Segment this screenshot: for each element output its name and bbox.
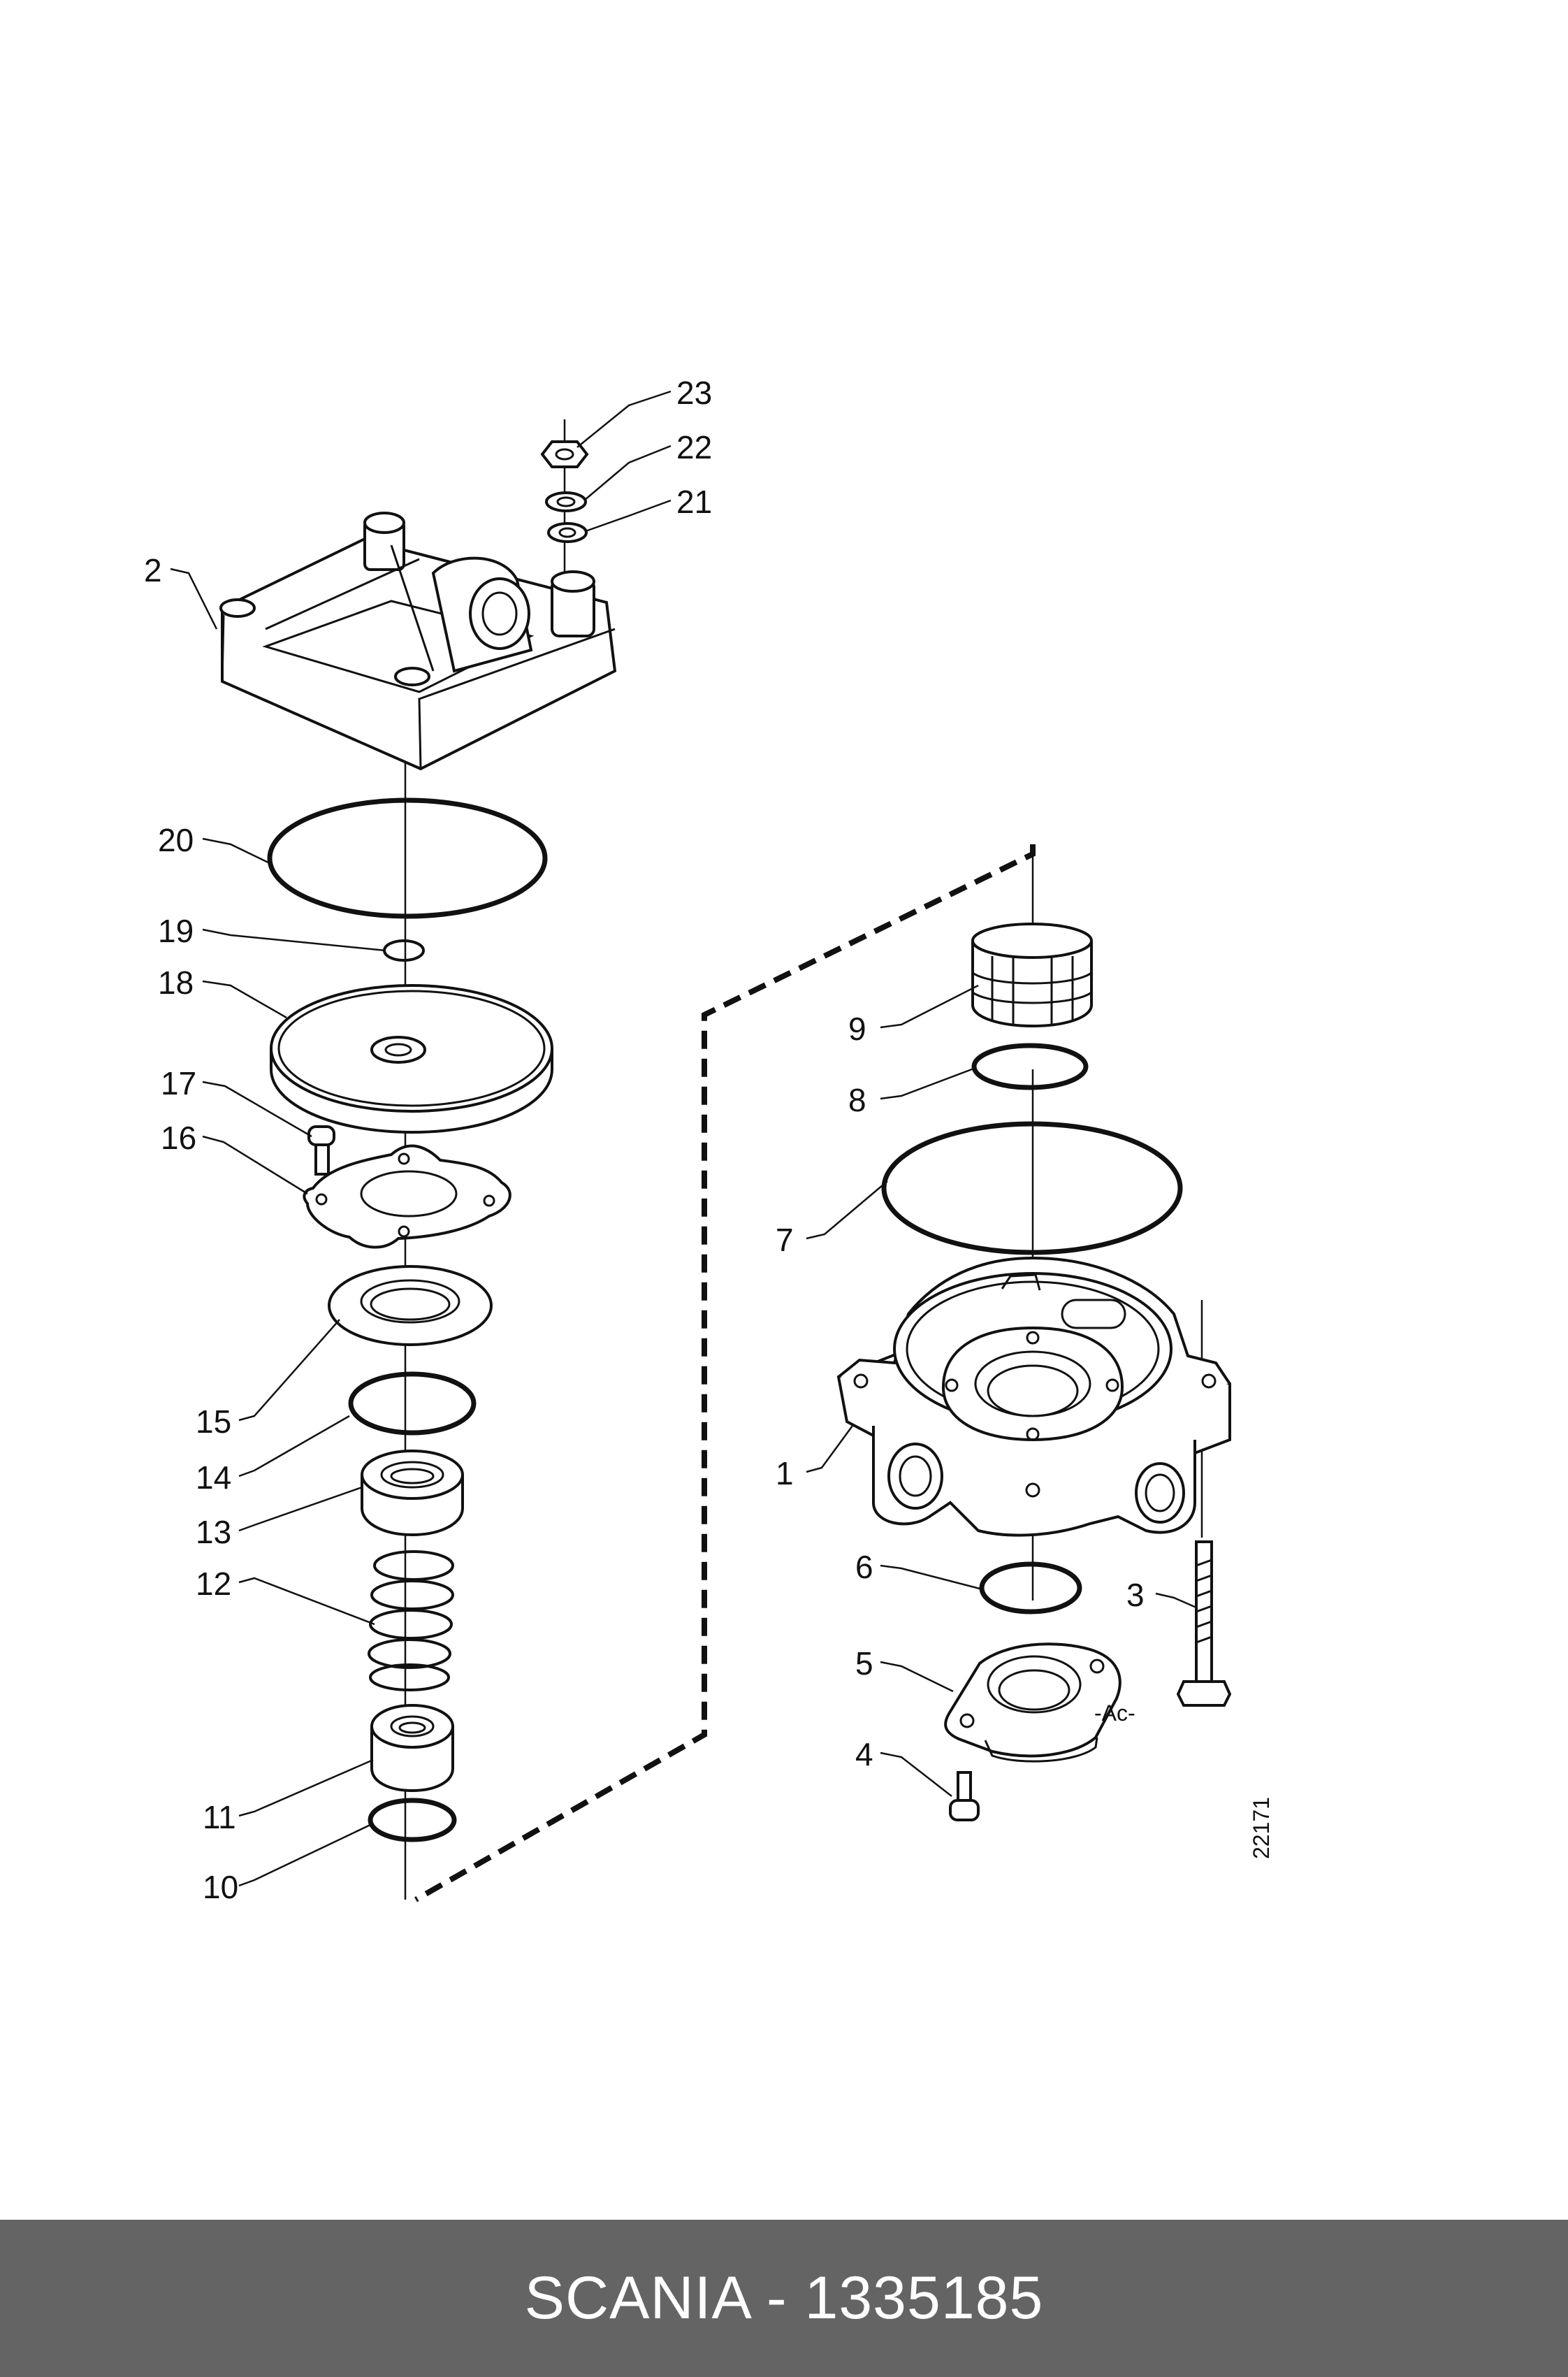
o-ring-part-7 (881, 1121, 1183, 1255)
leader-5 (880, 1661, 954, 1693)
leader-23 (576, 390, 672, 448)
label-part-20: 20 (158, 822, 194, 858)
leader-17 (202, 1081, 312, 1138)
label-part-15: 15 (196, 1403, 231, 1440)
label-part-22: 22 (676, 429, 712, 465)
filter-screen-part-9 (971, 923, 1093, 1028)
label-part-21: 21 (676, 484, 712, 520)
label-part-9: 9 (848, 1011, 866, 1047)
label-part-12: 12 (196, 1566, 231, 1602)
cover-housing-part-2 (219, 512, 617, 771)
leader-4 (880, 1751, 952, 1797)
leader-10 (238, 1823, 372, 1887)
leader-20 (202, 837, 272, 865)
valve-body-part-13 (361, 1450, 464, 1537)
label-part-18: 18 (158, 964, 194, 1001)
footer-bar: SCANIA - 1335185 (0, 2220, 1568, 2377)
label-part-23: 23 (676, 375, 712, 411)
leader-7 (806, 1180, 888, 1240)
o-ring-part-8 (971, 1043, 1089, 1090)
nut-part-23 (540, 440, 589, 468)
piston-part-11 (370, 1704, 454, 1793)
label-part-1: 1 (776, 1455, 794, 1491)
leader-12 (238, 1577, 375, 1626)
leader-18 (202, 980, 287, 1019)
leader-6 (880, 1564, 983, 1591)
label-part-4: 4 (855, 1736, 873, 1772)
label-part-7: 7 (776, 1222, 794, 1258)
leader-11 (238, 1758, 374, 1817)
screw-part-4 (949, 1771, 980, 1821)
o-ring-part-6 (979, 1561, 1082, 1614)
label-part-14: 14 (196, 1459, 231, 1496)
drawing-number: 22171 (1249, 1797, 1274, 1859)
leader-8 (880, 1067, 976, 1100)
label-part-19: 19 (158, 913, 194, 949)
retainer-ring-part-15 (328, 1265, 493, 1346)
assembly-connector-dashed (414, 844, 1036, 1902)
leader-22 (583, 445, 672, 501)
flange-cover-part-5 (944, 1642, 1121, 1763)
label-part-2: 2 (144, 552, 162, 588)
screw-part-17 (307, 1125, 335, 1176)
leader-19 (202, 928, 386, 952)
leader-13 (238, 1486, 363, 1532)
part-number-caption: SCANIA - 1335185 (524, 2264, 1044, 2332)
spring-part-12 (368, 1550, 454, 1691)
leader-16 (202, 1135, 308, 1195)
diaphragm-part-18 (270, 984, 553, 1134)
washer-part-22 (545, 491, 587, 512)
label-part-17: 17 (161, 1065, 196, 1101)
o-ring-part-14 (348, 1371, 477, 1436)
o-ring-part-10 (368, 1798, 457, 1842)
leader-2 (170, 568, 218, 630)
leader-3 (1155, 1592, 1197, 1609)
label-part-10: 10 (203, 1869, 238, 1905)
leader-9 (880, 984, 979, 1029)
leader-15 (238, 1319, 340, 1422)
o-ring-part-20 (267, 797, 548, 919)
leader-21 (585, 499, 672, 533)
exploded-parts-diagram: -Ac- 23 22 21 2 20 19 18 17 16 15 14 13 … (144, 375, 1274, 1905)
label-part-3: 3 (1126, 1577, 1145, 1613)
label-part-11: 11 (203, 1799, 236, 1835)
label-part-13: 13 (196, 1514, 231, 1550)
leader-1 (806, 1425, 854, 1473)
seal-ring-part-19 (383, 939, 425, 962)
label-part-6: 6 (855, 1549, 873, 1585)
bolt-part-3 (1176, 1540, 1232, 1707)
label-part-5: 5 (855, 1645, 873, 1682)
label-part-16: 16 (161, 1120, 196, 1156)
gasket-flange-part-16 (303, 1144, 511, 1249)
valve-housing-part-1 (836, 1256, 1231, 1537)
stamp-text: -Ac- (1094, 1700, 1135, 1726)
leader-14 (238, 1415, 350, 1478)
washer-part-21 (547, 522, 588, 543)
label-part-8: 8 (848, 1082, 866, 1118)
